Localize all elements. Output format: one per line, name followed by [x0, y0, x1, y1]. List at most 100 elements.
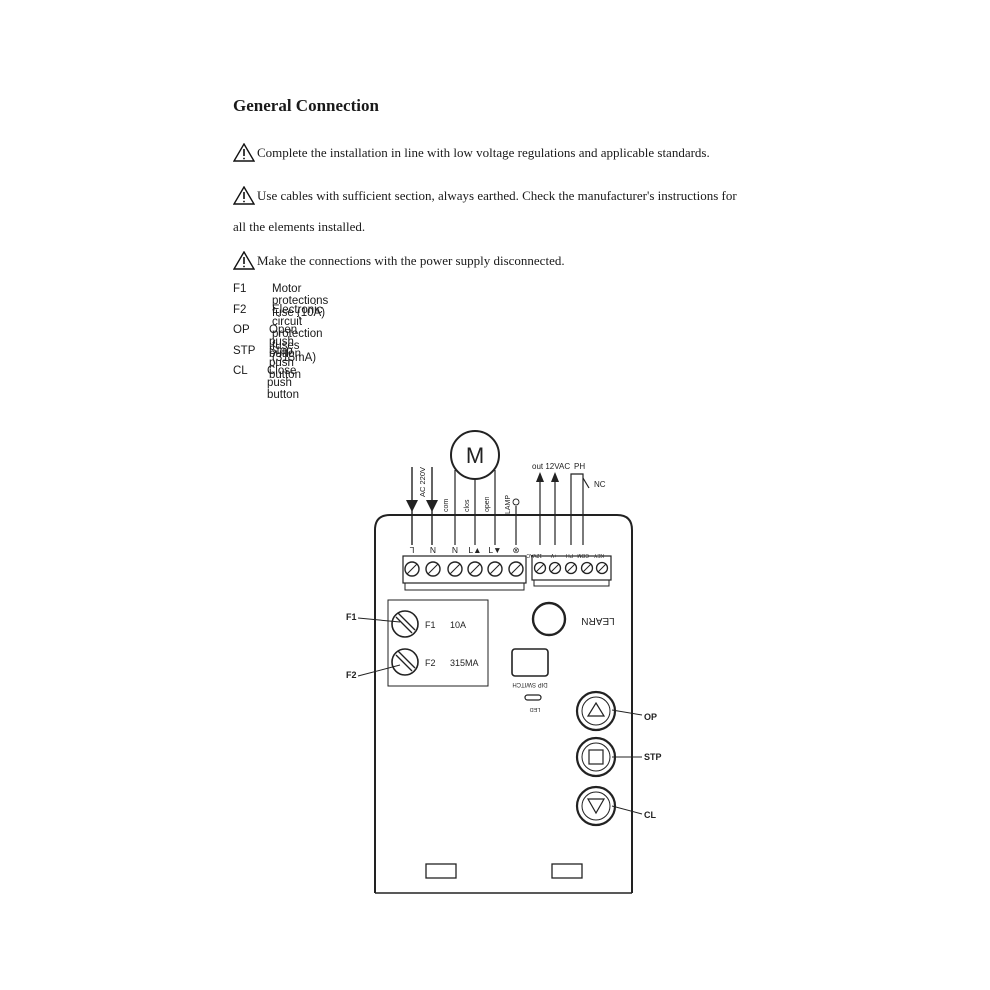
terminal-label: N	[452, 545, 458, 555]
terminal-screw	[548, 561, 562, 575]
close-button[interactable]	[575, 785, 617, 827]
terminal-labels-right: 12VAC +V PH COM KEY	[526, 552, 604, 558]
f2-callout: F2	[346, 670, 357, 680]
stop-button[interactable]	[575, 736, 617, 778]
f1-rating: 10A	[450, 620, 466, 630]
terminal-screw	[447, 561, 463, 577]
learn-label: LEARN	[581, 615, 614, 626]
terminal-screw	[467, 561, 483, 577]
warning-triangle-icon	[233, 186, 255, 205]
f1-callout: F1	[346, 612, 357, 622]
dip-switch[interactable]	[511, 648, 549, 677]
warning-3: Make the connections with the power supp…	[233, 251, 565, 270]
terminal-block-left	[402, 555, 527, 584]
f2-leader	[357, 664, 401, 677]
terminal-labels-left: L N N L▲ L▼ ⊗	[409, 545, 519, 555]
terminal-screw	[595, 561, 609, 575]
motor-label: M	[466, 443, 484, 468]
legend-desc: Electronic circuit protection fuses (315…	[272, 303, 323, 364]
up-arrow-icon	[536, 472, 544, 482]
terminal-screw	[487, 561, 503, 577]
mounting-slot	[551, 863, 583, 879]
wire-label-clos: clos	[464, 499, 471, 512]
down-arrow-icon	[406, 500, 418, 512]
warning-continuation: all the elements installed.	[233, 219, 366, 234]
warning-triangle-icon	[233, 143, 255, 162]
fuse-f2	[391, 648, 419, 676]
page-title: General Connection	[233, 96, 379, 115]
legend-desc: Close push button	[267, 365, 299, 402]
stop-button-ring	[581, 742, 611, 772]
down-triangle-icon	[586, 798, 606, 815]
terminal-label: 12VAC	[526, 552, 542, 558]
fuse-holder	[387, 599, 489, 687]
terminal-base-right	[533, 580, 610, 587]
op-leader	[611, 709, 643, 716]
warning-2: Use cables with sufficient section, alwa…	[233, 186, 737, 205]
terminal-screw	[580, 561, 594, 575]
close-button-ring	[581, 791, 611, 821]
terminal-label: COM	[577, 552, 589, 558]
up-arrow-icon	[551, 472, 559, 482]
f1-label: F1	[425, 620, 436, 630]
terminal-label: L▲	[468, 545, 481, 555]
op-callout: OP	[644, 712, 657, 722]
f2-rating: 315MA	[450, 658, 479, 668]
nc-label: NC	[594, 480, 606, 489]
f1-leader	[357, 617, 401, 623]
terminal-screw	[425, 561, 441, 577]
terminal-label: PH	[566, 552, 573, 558]
terminal-label: KEY	[593, 552, 604, 558]
ph-label: PH	[574, 462, 585, 471]
warning-text: Make the connections with the power supp…	[257, 252, 565, 268]
terminal-screw	[508, 561, 524, 577]
terminal-base-left	[404, 583, 525, 591]
dip-switch-label: DIP SWITCH	[512, 681, 547, 687]
cl-callout: CL	[644, 810, 656, 820]
legend-code: CL	[233, 365, 248, 378]
f2-label: F2	[425, 658, 436, 668]
terminal-label: N	[430, 545, 436, 555]
legend-desc: Stop push button	[269, 344, 301, 381]
terminal-screw	[533, 561, 547, 575]
warning-text: Use cables with sufficient section, alwa…	[257, 187, 737, 203]
legend-code: OP	[233, 324, 250, 337]
terminal-label: ⊗	[512, 545, 519, 555]
terminal-screws-left	[404, 561, 524, 577]
warning-text: Complete the installation in line with l…	[257, 144, 710, 160]
learn-button[interactable]	[531, 601, 567, 637]
power-label: AC 220V	[418, 467, 427, 497]
terminal-label: L▼	[488, 545, 501, 555]
legend-code: STP	[233, 344, 256, 357]
legend-desc: Motor protections fuse (10A)	[272, 283, 329, 319]
legend-desc: Open push button	[269, 324, 301, 361]
warning-triangle-icon	[233, 251, 255, 270]
board-outline	[374, 514, 633, 893]
terminal-screw	[404, 561, 420, 577]
stp-callout: STP	[644, 752, 662, 762]
legend-code: F1	[233, 283, 247, 295]
ph-wire	[570, 473, 584, 545]
open-button[interactable]	[575, 690, 617, 732]
up-triangle-icon	[586, 701, 606, 717]
terminal-label: L	[409, 545, 414, 555]
terminal-label: +V	[550, 552, 557, 558]
wire-label-open: open	[484, 496, 491, 512]
led-label: LED	[530, 706, 541, 712]
led-indicator	[524, 694, 542, 701]
warning-1: Complete the installation in line with l…	[233, 143, 710, 162]
legend-code: F2	[233, 303, 247, 316]
terminal-screws-right	[533, 561, 609, 575]
out-label: out 12VAC	[532, 462, 570, 471]
lamp-icon	[512, 498, 520, 506]
cl-leader	[611, 805, 643, 815]
mounting-slot	[425, 863, 457, 879]
nc-contact-icon	[582, 477, 590, 489]
wire-label-lamp: LAMP	[505, 495, 512, 514]
down-arrow-icon	[426, 500, 438, 512]
fuse-f1	[391, 610, 419, 638]
wire-label-com: com	[443, 499, 450, 512]
stop-square-icon	[588, 749, 604, 765]
terminal-screw	[564, 561, 578, 575]
